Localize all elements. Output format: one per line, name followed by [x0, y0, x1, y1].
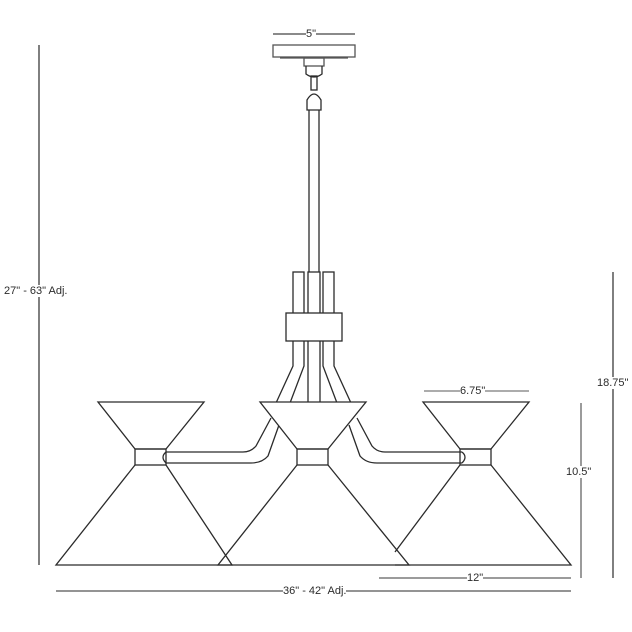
- overall-height-label: 27" - 63" Adj.: [4, 285, 68, 297]
- canopy: [272, 44, 356, 67]
- body-height-label: 18.75": [597, 377, 629, 389]
- overall-width-label: 36" - 42" Adj.: [283, 585, 347, 597]
- shade-bottom-width-label: 12": [467, 572, 484, 584]
- shade-top-width-label: 6.75": [460, 385, 486, 397]
- canopy-width-label: 5": [306, 28, 317, 40]
- stem: [308, 110, 320, 272]
- right-arm: [348, 417, 466, 464]
- shade-height-label: 10.5": [566, 466, 592, 478]
- right-shade: [394, 401, 573, 566]
- chain: [305, 66, 323, 111]
- dimension-lines: [38, 33, 614, 592]
- center-body: [275, 271, 352, 404]
- left-shade: [54, 401, 234, 566]
- left-arm: [162, 417, 280, 464]
- center-shade: [216, 401, 411, 566]
